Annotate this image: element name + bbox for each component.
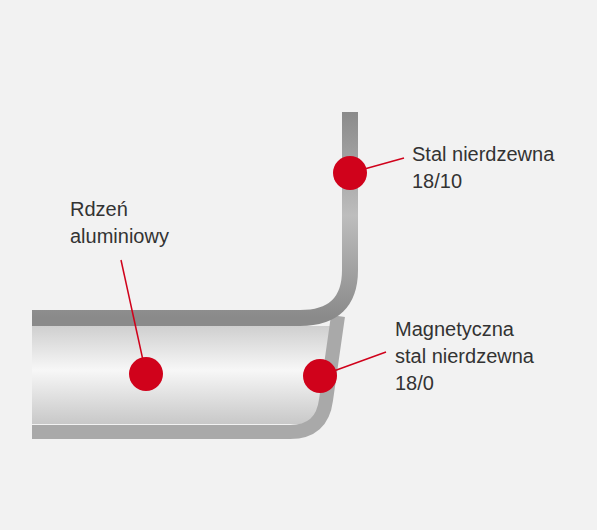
steel-wall: [32, 112, 350, 318]
part-label: Stal nierdzewna 18/10: [412, 141, 590, 195]
callout-dot: [129, 357, 163, 391]
magnetic-steel-layer: [32, 316, 338, 432]
callout-dot: [333, 156, 367, 190]
part-label: Rdzeń aluminiowy: [70, 196, 202, 250]
leader-line: [121, 260, 146, 374]
part-label: Magnetyczna stal nierdzewna 18/0: [395, 316, 545, 397]
callout-dot: [303, 359, 337, 393]
aluminium-core: [32, 326, 336, 424]
